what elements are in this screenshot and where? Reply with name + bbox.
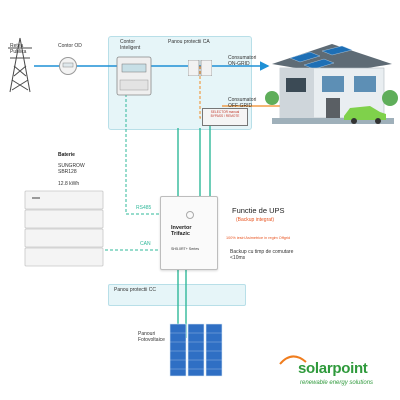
- battery-title: Baterie: [58, 152, 75, 158]
- on-grid-loads-label: Consumatori ON-GRID: [228, 55, 257, 67]
- ups-line-2: Backup cu timp de comutare <10ms: [230, 249, 294, 261]
- inverter-led-icon: [186, 211, 194, 219]
- off-grid-line: [199, 66, 204, 119]
- battery-capacity: 12.8 kWh: [58, 181, 80, 187]
- grid-label: Retea Publica: [10, 43, 27, 55]
- inverter-series: SH5.0RT+ Series: [171, 247, 199, 251]
- battery-model: SUNGROW SBR128: [58, 163, 85, 175]
- ac-breakers-icon: [188, 60, 212, 76]
- ups-subtitle: (Backup integrat): [236, 217, 275, 223]
- ups-line-1: 100% iesiri Asimetrice in regim Offgrid: [226, 236, 291, 240]
- brand-tagline: renewable energy solutions: [300, 380, 374, 386]
- dc-panel-label: Panou protectii CC: [114, 287, 156, 293]
- house-illustration: [265, 44, 398, 124]
- rs485-label: RS485: [136, 205, 152, 211]
- grid-meter-icon: [59, 57, 77, 75]
- dc-protection-panel: [108, 284, 246, 306]
- bypass-switch-label: SELECTOR manual BYPASS / REMOTE: [210, 110, 240, 118]
- inverter-title: Invertor Trifazic: [171, 225, 192, 237]
- battery-icon: [24, 190, 104, 267]
- pv-label: Panouri Fotovoltaice: [138, 331, 165, 343]
- rs485-link: [125, 94, 160, 215]
- brand-name: solarpoint: [298, 360, 368, 377]
- power-tower-icon: [8, 37, 32, 93]
- off-grid-loads-label: Consumatori OFF-GRID: [228, 97, 257, 109]
- ac-panel-label: Panou protectii CA: [168, 39, 210, 45]
- can-label: CAN: [140, 241, 151, 247]
- ups-title: Functie de UPS: [232, 206, 285, 215]
- smart-meter-icon: [116, 56, 152, 96]
- pv-panels-icon: [169, 323, 223, 377]
- bypass-switch-box: SELECTOR manual BYPASS / REMOTE: [202, 108, 248, 126]
- inverter-box: Invertor Trifazic SH5.0RT+ Series: [160, 196, 218, 270]
- grid-meter-label: Contor OD: [58, 43, 82, 49]
- smart-meter-label: Contor Inteligent: [120, 39, 141, 51]
- solarpoint-logo-icon: [279, 355, 307, 365]
